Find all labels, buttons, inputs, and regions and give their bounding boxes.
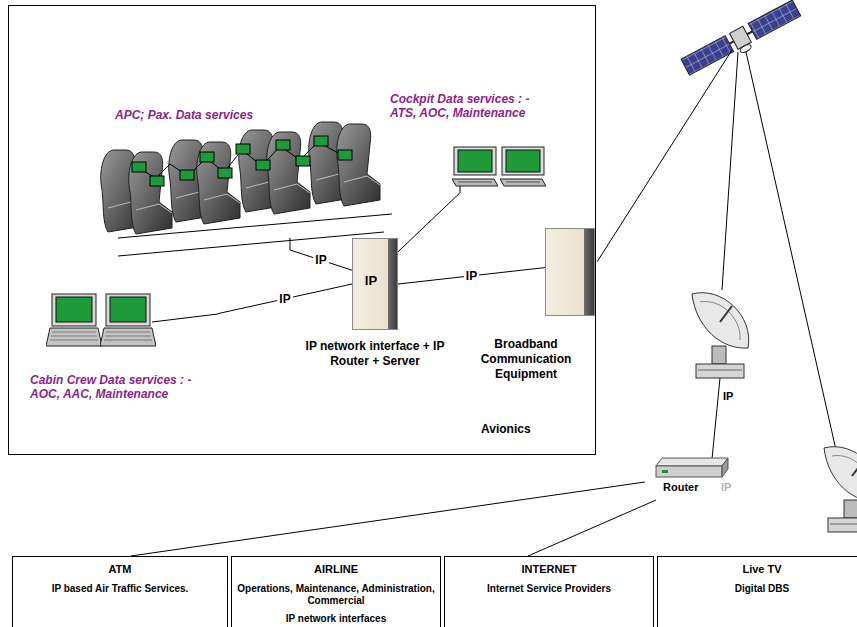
cockpit-computer (452, 147, 498, 186)
node-title: IP (353, 273, 389, 288)
seat-wiring (138, 142, 340, 178)
connector-label: IP (464, 269, 479, 283)
cockpit-feed (460, 186, 461, 193)
passenger-seat (337, 124, 380, 206)
seat-feed (290, 238, 291, 250)
avionics-frame: APC; Pax. Data services Cockpit Data serv… (8, 5, 596, 455)
node-text: Internet Service Providers (445, 583, 653, 595)
seat-screen (236, 144, 250, 154)
router-led (662, 470, 668, 473)
connector-line (398, 193, 460, 252)
dish-link (712, 378, 720, 459)
connector-line (398, 268, 545, 284)
node-title: INTERNET (445, 563, 653, 575)
seat-screen (314, 136, 328, 146)
satellite-link (722, 52, 738, 290)
connector-line (290, 250, 352, 270)
broadband-equipment: Broadband Communication Equipment (545, 228, 595, 316)
node-title: AIRLINE (232, 563, 440, 575)
connector-line (218, 284, 352, 314)
passenger-seat (129, 152, 172, 234)
seat-screen (218, 168, 232, 178)
seat-screen (132, 162, 146, 172)
ground-system-box: Live TV Digital DBS (657, 556, 857, 627)
seat-screen (180, 170, 194, 180)
node-text: IP network interfaces (232, 613, 440, 625)
seat-screen (276, 140, 290, 150)
seat-screen (200, 152, 214, 162)
solar-panel (681, 36, 734, 75)
passenger-seat (267, 132, 310, 214)
connector-line (528, 500, 656, 556)
passenger-seat (197, 142, 240, 224)
solar-panel (748, 0, 801, 39)
node-text: IP (721, 481, 747, 493)
seat-group: APC; Pax. Data services (95, 100, 395, 250)
ground-router (656, 458, 728, 477)
node-text: Digital DBS (658, 583, 857, 595)
ground-system-box: AIRLINE Operations, Maintenance, Administ… (231, 556, 441, 627)
ip-router-cabinet: IPIP network interface + IP Router + Ser… (352, 238, 398, 330)
satellite (681, 0, 804, 80)
connector-label: IP (277, 292, 292, 306)
node-title: Broadband Communication Equipment (460, 337, 592, 382)
satellite-link (746, 52, 836, 450)
node-text: Operations, Maintenance, Administration,… (232, 583, 440, 607)
node-title: Live TV (658, 563, 857, 575)
node-title: ATM (13, 563, 227, 575)
floor-line (118, 232, 384, 256)
satellite-link (597, 50, 732, 262)
link-label: IP (723, 390, 733, 402)
node-title: APC; Pax. Data services (115, 108, 375, 122)
router-top (656, 458, 728, 466)
ground-system-box: INTERNET Internet Service Providers (444, 556, 654, 627)
node-text: IP based Air Traffic Services. (13, 583, 227, 595)
ground-router: Router IP (645, 455, 755, 500)
crew-terminals: Cabin Crew Data services : - AOC, AAC, M… (28, 285, 218, 415)
router-front (656, 466, 722, 477)
node-title: Cockpit Data services : - ATS, AOC, Main… (390, 92, 555, 120)
crew-laptop (100, 294, 156, 346)
router-side (722, 458, 728, 477)
seat-screen (256, 160, 270, 170)
cockpit-computer (500, 147, 546, 186)
crew-laptop (46, 294, 102, 346)
ground-system-box: ATM IP based Air Traffic Services. (12, 556, 228, 627)
connector-line (131, 482, 645, 556)
seat-screen (150, 176, 164, 186)
laptop-feed (152, 314, 218, 322)
seat-screen (338, 150, 352, 160)
ground-dish (692, 293, 749, 378)
node-title: Avionics (481, 422, 581, 436)
node-title: Router (663, 481, 713, 493)
cockpit-terminals: Cockpit Data services : - ATS, AOC, Main… (388, 88, 593, 193)
node-title: Cabin Crew Data services : - AOC, AAC, M… (30, 373, 212, 401)
node-text: IP network interface + IP Router + Serve… (300, 339, 450, 369)
seat-screen (296, 156, 310, 166)
ground-dish (824, 447, 857, 532)
connector-label: IP (313, 253, 328, 267)
